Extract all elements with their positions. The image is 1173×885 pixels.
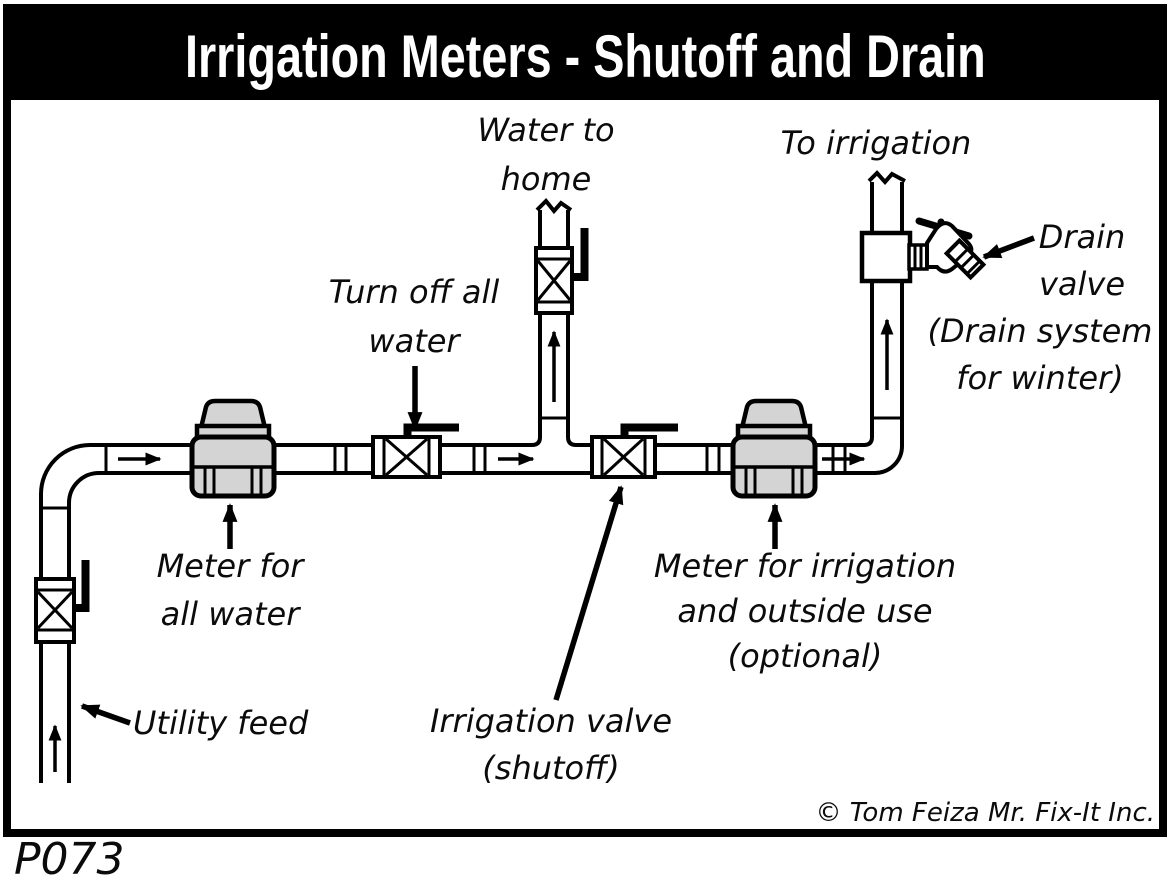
label-line: Drain bbox=[1038, 218, 1126, 256]
pipe-couplings bbox=[104, 445, 847, 473]
meter-all-water bbox=[189, 398, 277, 499]
utility-feed-pointer bbox=[80, 703, 131, 726]
page-title: Irrigation Meters - Shutoff and Drain bbox=[184, 22, 986, 90]
drain-valve-assembly bbox=[859, 217, 987, 284]
label-line: water bbox=[368, 322, 460, 360]
valve-handle bbox=[74, 560, 90, 612]
irrigation-shutoff-valve bbox=[590, 423, 678, 479]
label-line: Turn off all bbox=[328, 273, 500, 311]
irrigation-riser-pipe bbox=[867, 170, 906, 437]
figure-frame: Irrigation Meters - Shutoff and Drain bbox=[3, 4, 1167, 837]
pipe-break bbox=[867, 170, 906, 186]
title-bar: Irrigation Meters - Shutoff and Drain bbox=[11, 12, 1159, 100]
label-line: and outside use bbox=[677, 592, 933, 630]
label-line: Utility feed bbox=[133, 704, 309, 742]
label-line: (optional) bbox=[727, 637, 883, 675]
irrigation-valve-pointer bbox=[553, 485, 624, 701]
label-line: Water to bbox=[477, 111, 615, 149]
label-to-irrigation: To irrigation bbox=[781, 119, 972, 167]
label-line: for winter) bbox=[956, 359, 1124, 397]
flow-arrows bbox=[48, 318, 894, 772]
meter-irrigation bbox=[730, 398, 818, 499]
label-line: (Drain system bbox=[927, 312, 1153, 350]
valve-handle bbox=[403, 423, 459, 438]
label-line: all water bbox=[160, 595, 300, 633]
label-water-to-home: Water to home bbox=[477, 106, 614, 204]
valve-handle bbox=[572, 228, 589, 281]
label-meter-irrigation: Meter for irrigation and outside use (op… bbox=[654, 544, 956, 679]
label-line: home bbox=[500, 160, 592, 198]
home-riser-valve bbox=[534, 228, 589, 315]
utility-feed-valve bbox=[34, 560, 90, 644]
main-shutoff-valve bbox=[371, 423, 459, 479]
pipe-break bbox=[535, 198, 573, 215]
copyright-notice: © Tom Feiza Mr. Fix-It Inc. bbox=[815, 798, 1156, 828]
drain-valve-pointer bbox=[982, 235, 1035, 260]
label-irrigation-valve: Irrigation valve (shutoff) bbox=[430, 698, 672, 792]
figure-code: P073 bbox=[14, 834, 125, 885]
label-line: Irrigation valve bbox=[429, 702, 673, 740]
utility-feed-pipe bbox=[39, 443, 100, 783]
label-line: To irrigation bbox=[780, 124, 972, 162]
valve-handle bbox=[620, 423, 678, 438]
pointer-arrows bbox=[80, 235, 1035, 726]
label-drain-valve: Drain valve (Drain system for winter) bbox=[928, 214, 1153, 402]
label-line: valve bbox=[1038, 265, 1126, 303]
label-line: Meter for bbox=[156, 547, 304, 585]
label-line: Meter for irrigation bbox=[653, 547, 957, 585]
label-line: (shutoff) bbox=[482, 749, 620, 787]
label-meter-all-water: Meter for all water bbox=[157, 542, 304, 638]
label-turn-off-all-water: Turn off all water bbox=[329, 268, 499, 366]
label-utility-feed: Utility feed bbox=[133, 699, 308, 747]
main-horizontal-pipe bbox=[90, 182, 904, 475]
